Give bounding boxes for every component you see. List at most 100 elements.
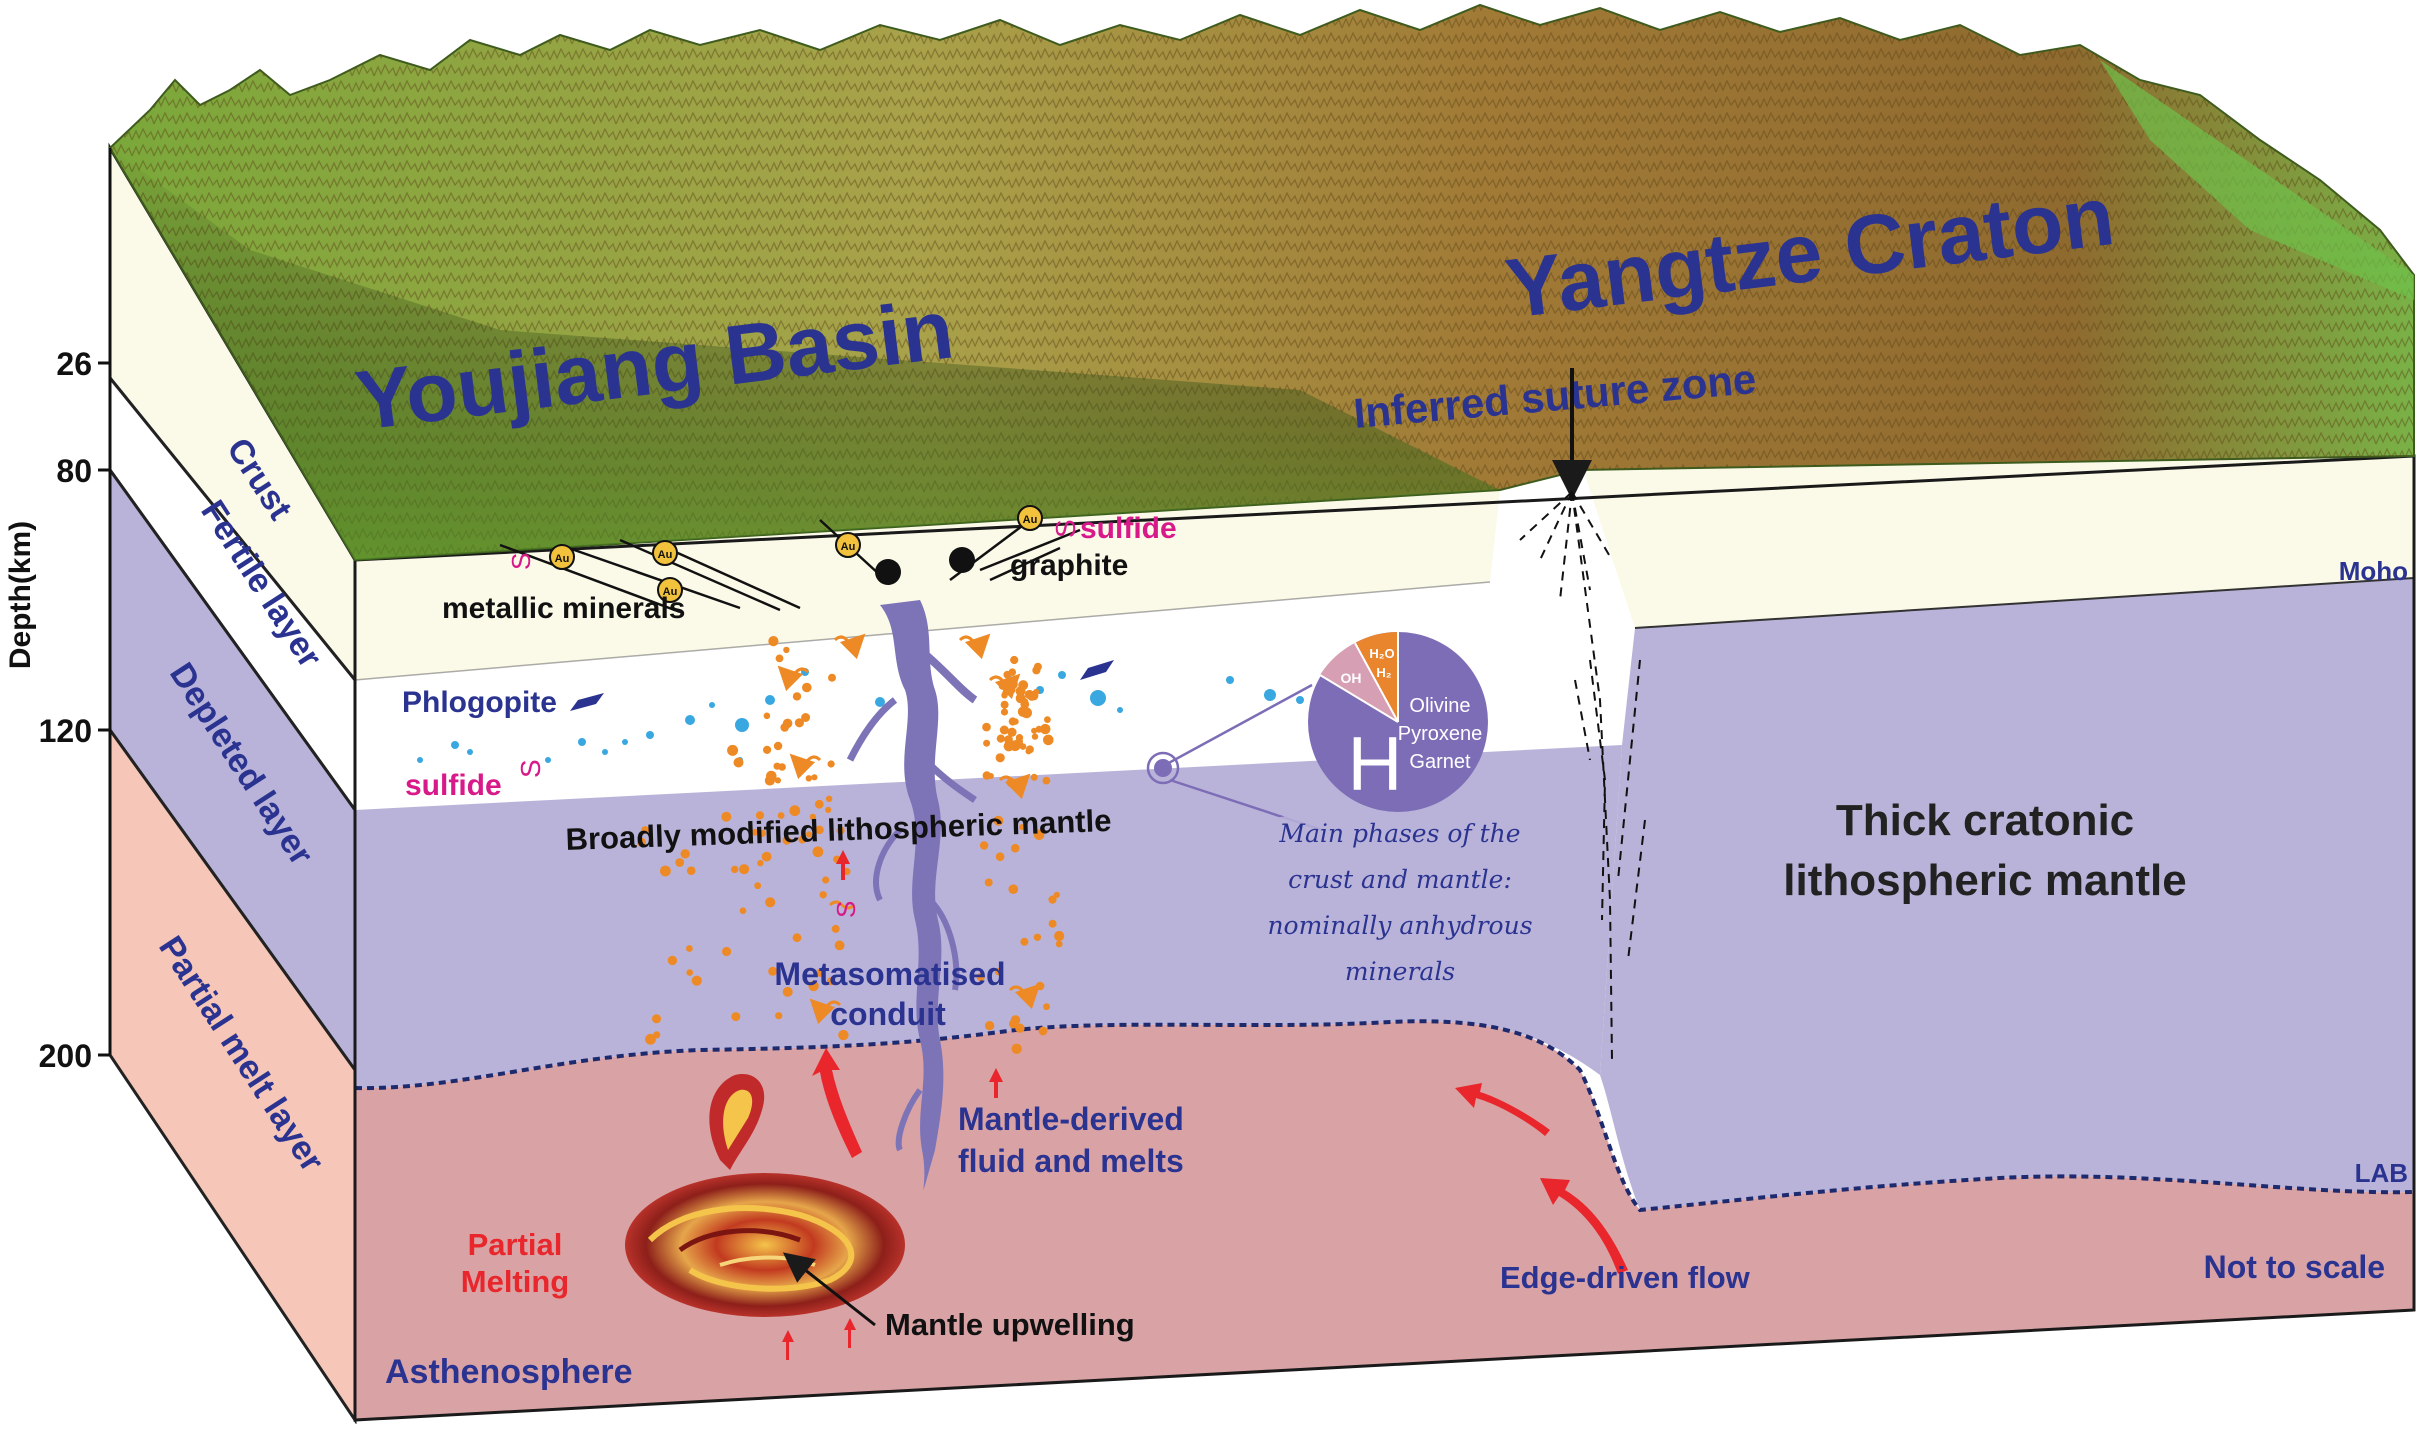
metasomatic-dot (983, 739, 991, 747)
metasomatic-dot (1044, 716, 1051, 723)
sulfide-s-icon: S (1050, 519, 1081, 538)
metasomatic-dot (641, 826, 649, 834)
metasomatic-dot (798, 835, 807, 844)
red-small-arrows (782, 850, 1003, 1360)
metasomatic-dot (1010, 655, 1019, 665)
metasomatic-dot (801, 713, 811, 722)
metasomatic-dot (686, 969, 693, 976)
terrain-surface (108, 3, 2415, 562)
metasomatic-dot (1030, 773, 1038, 781)
lab-label: LAB (2355, 1158, 2408, 1188)
metasomatic-dot (1043, 1003, 1050, 1011)
metasomatic-dot (1054, 930, 1065, 942)
metasomatic-dot (1000, 708, 1009, 716)
metallic-s-icon: S (506, 553, 536, 570)
metasomatised-label: Metasomatised (774, 956, 1005, 992)
metasomatic-dot (984, 1020, 995, 1031)
metasomatic-dot (763, 745, 772, 755)
metasomatic-dot (1024, 689, 1035, 700)
metasomatic-dot (1038, 1026, 1048, 1036)
depth-axis: 26 80 120 200 Depth(km) (4, 148, 112, 1074)
metasomatic-dot (777, 812, 785, 819)
metasomatic-dot (1055, 940, 1063, 948)
metasomatic-dot (836, 826, 845, 835)
metasomatic-dot (1015, 1023, 1025, 1033)
metasomatic-dot (637, 837, 646, 847)
not-to-scale-label: Not to scale (2204, 1249, 2385, 1285)
pie-locator-circle (1146, 751, 1180, 785)
metasomatic-dot (809, 813, 817, 821)
metasomatic-dot (686, 945, 693, 952)
metasomatic-dot (773, 741, 783, 751)
metasomatic-dot (768, 966, 778, 976)
suture-faults (1519, 368, 1646, 1061)
pie-center-h: H (1348, 722, 1403, 807)
side-face (108, 142, 357, 1425)
metasomatic-dot (721, 811, 732, 822)
mineral-phase-pie: H₂O H₂ OH H Olivine Pyroxene Garnet (1146, 632, 1488, 832)
metasomatic-dot (826, 977, 835, 986)
metasomatic-dot (1031, 733, 1039, 740)
metasomatic-dot (1048, 919, 1057, 928)
metasomatic-dot (825, 806, 832, 814)
metasomatic-dot (691, 975, 702, 986)
svg-text:Au: Au (841, 541, 856, 553)
mantle-fluid-label-2: fluid and melts (958, 1143, 1184, 1179)
partial-melting-label-1: Partial (468, 1227, 563, 1262)
metasomatic-dot (999, 725, 1009, 735)
conduit (846, 600, 978, 1191)
metasomatic-dot (994, 967, 1003, 976)
metasomatic-dot (812, 846, 824, 858)
metasomatic-dot (982, 722, 991, 732)
metasomatic-dot (1004, 735, 1013, 744)
phlogopite-icon (570, 693, 604, 711)
metasomatic-dot (1008, 884, 1019, 894)
phase-note-line-1: Main phases of the (1278, 819, 1520, 848)
metasomatic-dot (774, 777, 782, 784)
pie-h2o: H₂O (1369, 646, 1394, 661)
metasomatic-dot (1007, 727, 1017, 737)
thick-cratonic-label-1: Thick cratonic (1836, 796, 2134, 845)
metasomatic-dot (755, 811, 765, 820)
metasomatic-dot (780, 723, 789, 732)
metasomatic-dot (1033, 688, 1040, 696)
partial-melting-plume (625, 1074, 905, 1317)
metasomatic-dot (1008, 717, 1017, 726)
phlogopite-label: Phlogopite (402, 686, 557, 719)
metasomatic-dot (778, 763, 786, 771)
pie-garnet: Garnet (1409, 751, 1471, 773)
metasomatic-dot (727, 744, 739, 756)
depth-tick-120: 120 (39, 713, 92, 749)
metasomatic-dot (794, 718, 805, 728)
edge-flow-label: Edge-driven flow (1500, 1260, 1751, 1295)
metasomatic-dot (792, 692, 802, 701)
pie-olivine: Olivine (1409, 695, 1470, 717)
gold-icon: Au (549, 544, 575, 570)
metasomatic-dot (763, 712, 771, 720)
metasomatic-dot (731, 1012, 741, 1022)
metasomatic-dot (1042, 776, 1051, 785)
phase-note-line-2: crust and mantle: (1288, 865, 1512, 894)
metasomatic-dot (667, 955, 678, 966)
metasomatic-dot (822, 876, 830, 884)
metasomatic-dot (815, 825, 824, 835)
metasomatic-dot (831, 924, 840, 933)
metasomatic-dot (766, 770, 777, 782)
metasomatic-dot (792, 933, 802, 943)
metasomatic-dot (827, 760, 835, 768)
pie-h2: H₂ (1376, 665, 1391, 680)
phase-note-line-4: minerals (1345, 957, 1455, 986)
orange-flow-arrows (777, 633, 1041, 1025)
phlogopite-icon (1080, 660, 1114, 680)
metasomatic-dot (1033, 933, 1042, 941)
metallic-minerals-label: metallic minerals (442, 592, 685, 625)
metasomatic-dot (995, 753, 1005, 763)
partial-melting-label-2: Melting (461, 1264, 570, 1299)
metasomatic-dot (1011, 1043, 1022, 1055)
metasomatic-dot (1043, 734, 1054, 746)
metasomatic-dot (808, 980, 819, 992)
metasomatic-dot (754, 882, 762, 890)
graphite-label: graphite (1010, 549, 1128, 582)
metasomatic-dot (1053, 891, 1060, 899)
depth-tick-26: 26 (56, 346, 92, 382)
